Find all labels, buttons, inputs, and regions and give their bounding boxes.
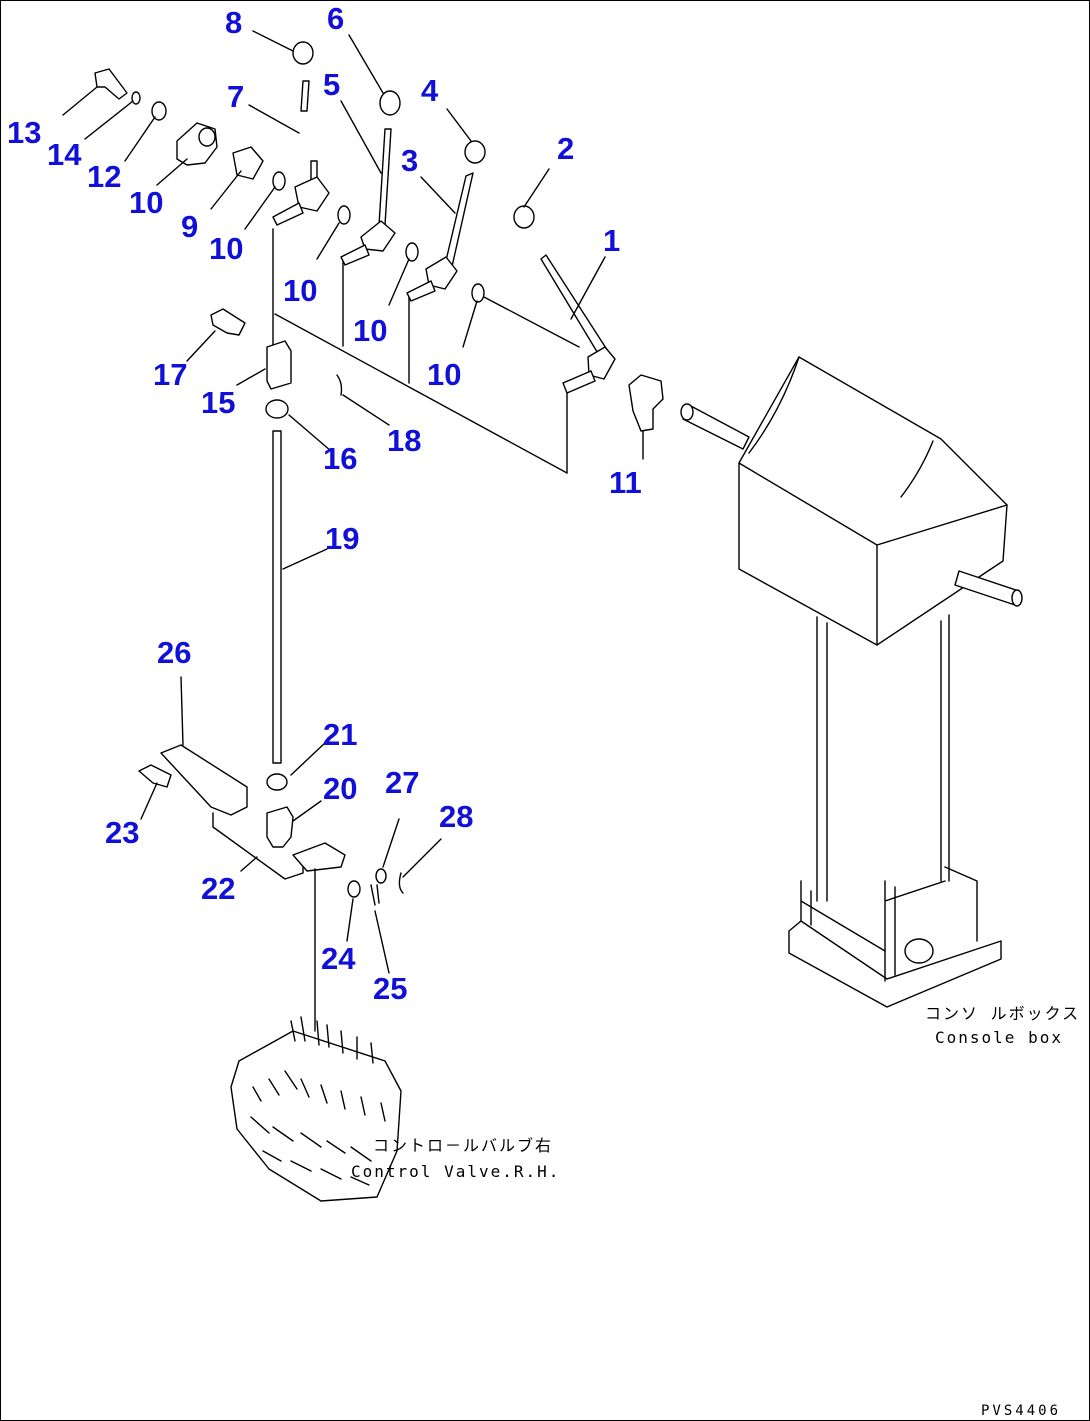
bolt-13 — [94, 68, 128, 100]
callout-28: 28 — [439, 799, 473, 834]
knob-6 — [379, 90, 401, 116]
clip-28 — [398, 872, 404, 894]
callout-12: 12 — [87, 159, 121, 194]
washer-10d — [471, 283, 485, 303]
lower-linkage — [138, 744, 404, 1032]
callout-22: 22 — [201, 871, 235, 906]
callout-10b: 10 — [209, 231, 243, 266]
callout-8: 8 — [225, 5, 242, 40]
callout-10d: 10 — [353, 313, 387, 348]
callout-16: 16 — [323, 441, 357, 476]
control-valve — [230, 1016, 402, 1202]
callout-7: 7 — [227, 79, 244, 114]
callout-11: 11 — [609, 465, 642, 500]
callout-23: 23 — [105, 815, 139, 850]
cotter-25 — [370, 884, 380, 906]
console-box-label-en: Console box — [935, 1028, 1063, 1047]
leader-lines — [62, 30, 644, 974]
console-box — [680, 356, 1023, 1008]
joint-20 — [266, 806, 294, 848]
lever-3 — [443, 172, 474, 272]
callout-18: 18 — [387, 423, 421, 458]
nut-21 — [266, 773, 288, 791]
pin-27 — [375, 868, 387, 884]
lever-7-arm — [272, 202, 304, 226]
washer-24 — [347, 880, 361, 898]
lever-1-arm — [562, 370, 596, 394]
callout-3: 3 — [401, 143, 418, 178]
washer-10c — [405, 242, 419, 262]
callout-26: 26 — [157, 635, 191, 670]
washer-12 — [151, 101, 167, 121]
callout-17: 17 — [153, 357, 187, 392]
knob-2 — [513, 205, 535, 229]
callout-20: 20 — [323, 771, 357, 806]
knob-4 — [464, 140, 486, 164]
bushing-9 — [232, 146, 264, 180]
pin-17 — [210, 308, 246, 336]
callout-21: 21 — [323, 717, 357, 752]
callout-5: 5 — [323, 67, 340, 102]
washer-10a — [272, 171, 286, 191]
bracket-10-hole — [198, 127, 216, 147]
callout-2: 2 — [557, 131, 574, 166]
lever-3-arm — [406, 280, 436, 302]
console-box-label-jp: コンソ ルボックス — [925, 1004, 1080, 1023]
rod-19 — [272, 430, 282, 764]
callout-19: 19 — [325, 521, 359, 556]
lever-plate — [292, 842, 346, 872]
captions: コンソ ルボックス Console box コントロ－ルバルブ右 Control… — [351, 1004, 1080, 1419]
washer-10b — [337, 205, 351, 225]
nut-16 — [265, 399, 289, 419]
drawing-code: PVS4406 — [981, 1403, 1061, 1419]
lever-22 — [212, 812, 304, 880]
callout-15: 15 — [201, 385, 235, 420]
callouts: 1 2 3 4 5 6 7 8 9 10 10 10 10 10 11 12 1… — [7, 1, 642, 1006]
lever-5 — [378, 128, 392, 226]
control-valve-label-jp: コントロ－ルバルブ右 — [373, 1136, 553, 1155]
callout-10c: 10 — [283, 273, 317, 308]
callout-6: 6 — [327, 1, 344, 36]
control-valve-label-en: Control Valve.R.H. — [351, 1162, 560, 1181]
lever-26 — [160, 744, 248, 816]
block-15 — [266, 340, 292, 390]
callout-4: 4 — [421, 73, 439, 108]
callout-9: 9 — [181, 209, 198, 244]
callout-13: 13 — [7, 115, 41, 150]
callout-14: 14 — [47, 137, 82, 172]
pin-23 — [138, 764, 172, 788]
callout-1: 1 — [603, 223, 620, 258]
lever-5-arm — [340, 244, 370, 266]
callout-25: 25 — [373, 971, 407, 1006]
callout-27: 27 — [385, 765, 419, 800]
lever-7 — [300, 80, 310, 112]
callout-24: 24 — [321, 941, 356, 976]
washer-14 — [131, 91, 141, 105]
bracket-11 — [628, 374, 664, 432]
callout-10e: 10 — [427, 357, 461, 392]
upper-linkage — [94, 41, 664, 764]
knob-8 — [292, 41, 314, 65]
callout-10a: 10 — [129, 185, 163, 220]
cotter-pin-18 — [336, 374, 343, 396]
